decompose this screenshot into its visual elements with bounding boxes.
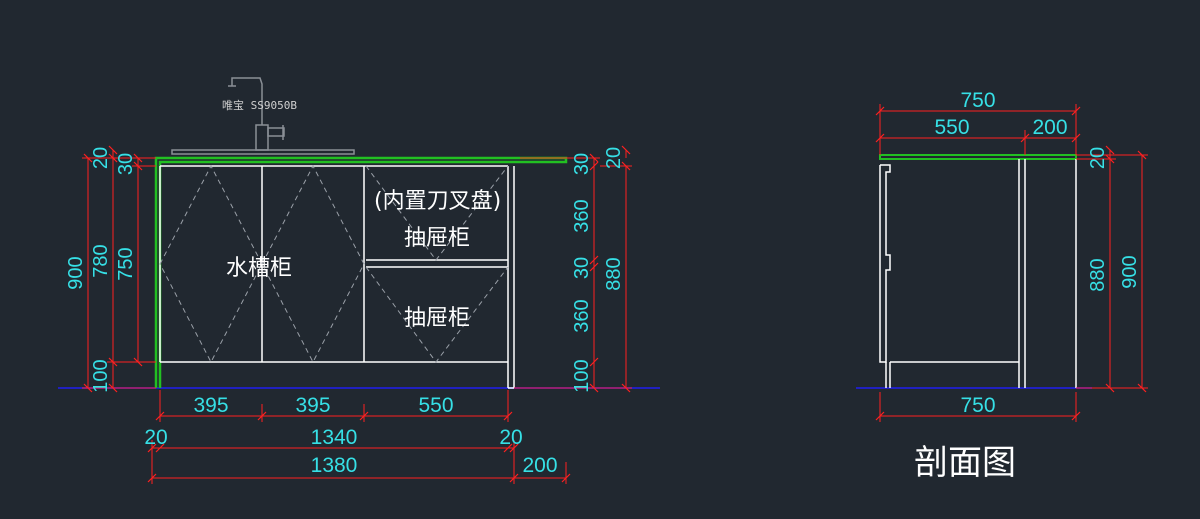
drawer-top-label: 抽屉柜 [404,226,470,251]
section-title: 剖面图 [914,443,1016,483]
dim-left-100: 100 [90,359,112,392]
section-bottom-dimensions [875,392,1081,422]
dim-bottom-1340: 1340 [311,426,358,449]
dim-right-360b: 360 [571,299,593,332]
dim-bottom-20-right: 20 [499,426,522,449]
section-top-dimensions [875,104,1081,155]
section-dim-750-top: 750 [960,89,995,112]
right-dimensions [514,145,632,393]
bottom-dimensions [147,390,571,484]
section-body [879,159,1077,388]
section-right-dimensions [1076,145,1148,393]
dim-bottom-200: 200 [522,454,557,477]
door-swing-lines [159,164,509,364]
section-dim-550: 550 [934,116,969,139]
faucet-icon [171,77,355,155]
dim-left-900: 900 [65,256,87,289]
front-view: 唯宝 SS9050B 水槽柜 (内置刀叉盘) 抽屉柜 抽屉柜 [58,77,660,484]
dim-bottom-1380: 1380 [311,454,358,477]
section-view: 750 550 200 20 880 900 750 剖面图 [856,89,1148,483]
dim-bottom-550: 550 [418,394,453,417]
section-dim-20: 20 [1087,147,1109,169]
section-dim-900: 900 [1119,255,1141,288]
section-countertop [879,154,1077,160]
dim-right-880: 880 [603,257,625,290]
dim-bottom-395a: 395 [193,394,228,417]
countertop [154,156,568,388]
section-dim-880: 880 [1087,258,1109,291]
dim-bottom-20-left: 20 [144,426,167,449]
dim-right-30a: 30 [571,153,593,175]
dim-left-780: 780 [90,244,112,277]
faucet-model-label: 唯宝 SS9050B [222,98,297,112]
drawer-top-note: (内置刀叉盘) [374,189,501,214]
section-dim-750-bottom: 750 [960,394,995,417]
dim-right-360a: 360 [571,199,593,232]
dim-left-750: 750 [115,247,137,280]
dim-left-30: 30 [115,153,137,175]
sink-cabinet-label: 水槽柜 [226,256,292,281]
dim-bottom-395b: 395 [295,394,330,417]
left-dimensions [82,145,156,393]
dim-left-20: 20 [90,147,112,169]
dim-right-100: 100 [571,359,593,392]
drawer-bottom-label: 抽屉柜 [404,306,470,331]
section-dim-200: 200 [1032,116,1067,139]
dim-right-30b: 30 [571,257,593,279]
dim-right-20: 20 [603,147,625,169]
